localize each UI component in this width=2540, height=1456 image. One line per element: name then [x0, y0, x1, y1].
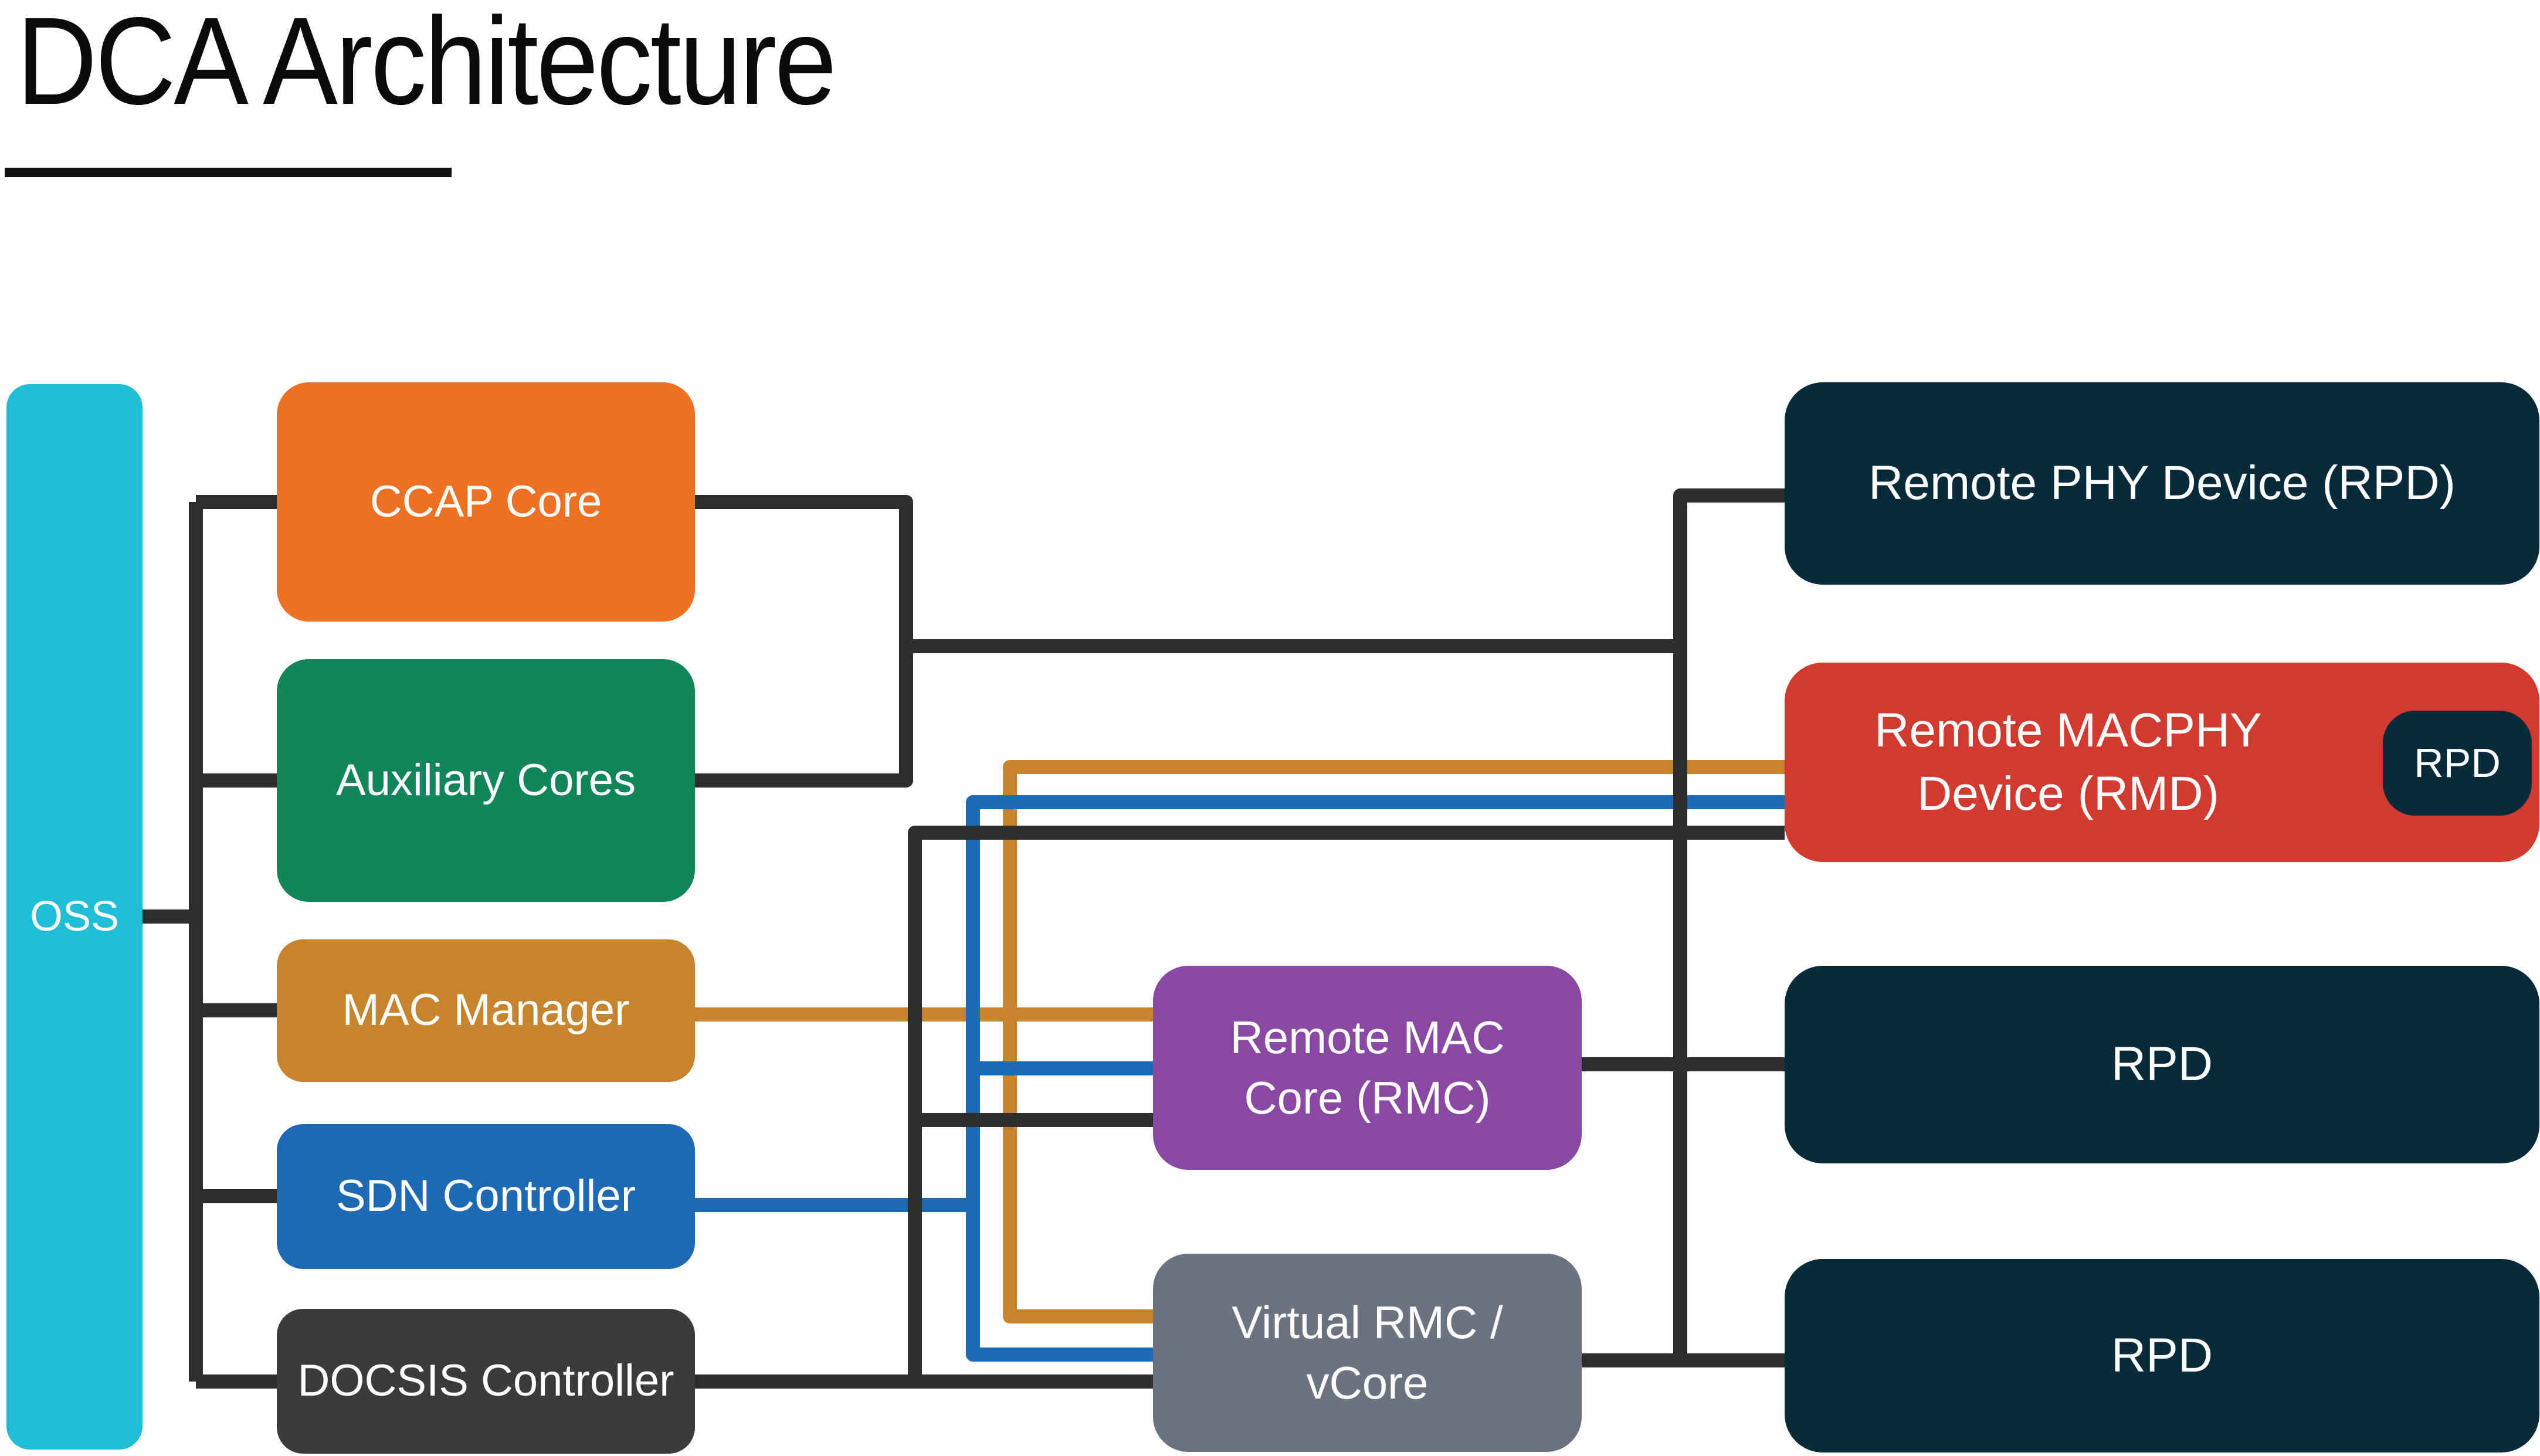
rpd-chip: RPD [2383, 711, 2532, 816]
node-auxiliary-cores-label: Auxiliary Cores [335, 755, 636, 805]
docsis-to-rmd-riser-line [908, 826, 1785, 1382]
node-sdn-controller-label: SDN Controller [335, 1171, 636, 1221]
node-docsis-controller-label: DOCSIS Controller [297, 1356, 674, 1406]
node-docsis-controller: DOCSIS Controller [277, 1309, 695, 1454]
title-underline [5, 168, 452, 177]
right-trunk-line [1673, 488, 1785, 1360]
node-virtual-rmc-label: Virtual RMC / vCore [1232, 1297, 1503, 1409]
node-sdn-controller: SDN Controller [277, 1124, 695, 1269]
node-auxiliary-cores: Auxiliary Cores [277, 659, 695, 902]
ccap-aux-loop-line [695, 495, 913, 788]
node-remote-macphy-device: Remote MACPHY Device (RMD) RPD [1785, 663, 2539, 862]
node-remote-phy-device: Remote PHY Device (RPD) [1785, 382, 2539, 585]
node-oss: OSS [6, 384, 143, 1450]
node-rpd-mid-label: RPD [2111, 1037, 2213, 1091]
rpd-chip-label: RPD [2414, 740, 2501, 786]
node-remote-mac-core-label: Remote MAC Core (RMC) [1230, 1012, 1505, 1124]
node-mac-manager-label: MAC Manager [342, 985, 630, 1036]
node-remote-mac-core: Remote MAC Core (RMC) [1153, 966, 1582, 1170]
mac-to-rmd-and-vrmc-line [1003, 760, 1785, 1323]
node-virtual-rmc: Virtual RMC / vCore [1153, 1254, 1582, 1452]
node-remote-phy-device-label: Remote PHY Device (RPD) [1868, 456, 2456, 510]
node-ccap-core-label: CCAP Core [369, 476, 602, 527]
node-ccap-core: CCAP Core [277, 382, 695, 622]
sdn-to-rmd-and-vrmc-line [966, 795, 1785, 1362]
node-remote-macphy-device-label: Remote MACPHY Device (RMD) [1874, 703, 2262, 820]
node-rpd-mid: RPD [1785, 966, 2539, 1163]
node-rpd-bottom: RPD [1785, 1259, 2539, 1452]
node-rpd-bottom-label: RPD [2111, 1328, 2213, 1382]
oss-trunk-line [143, 495, 277, 1389]
node-oss-label: OSS [29, 892, 120, 940]
node-mac-manager: MAC Manager [277, 939, 695, 1082]
page-title: DCA Architecture [16, 0, 837, 130]
